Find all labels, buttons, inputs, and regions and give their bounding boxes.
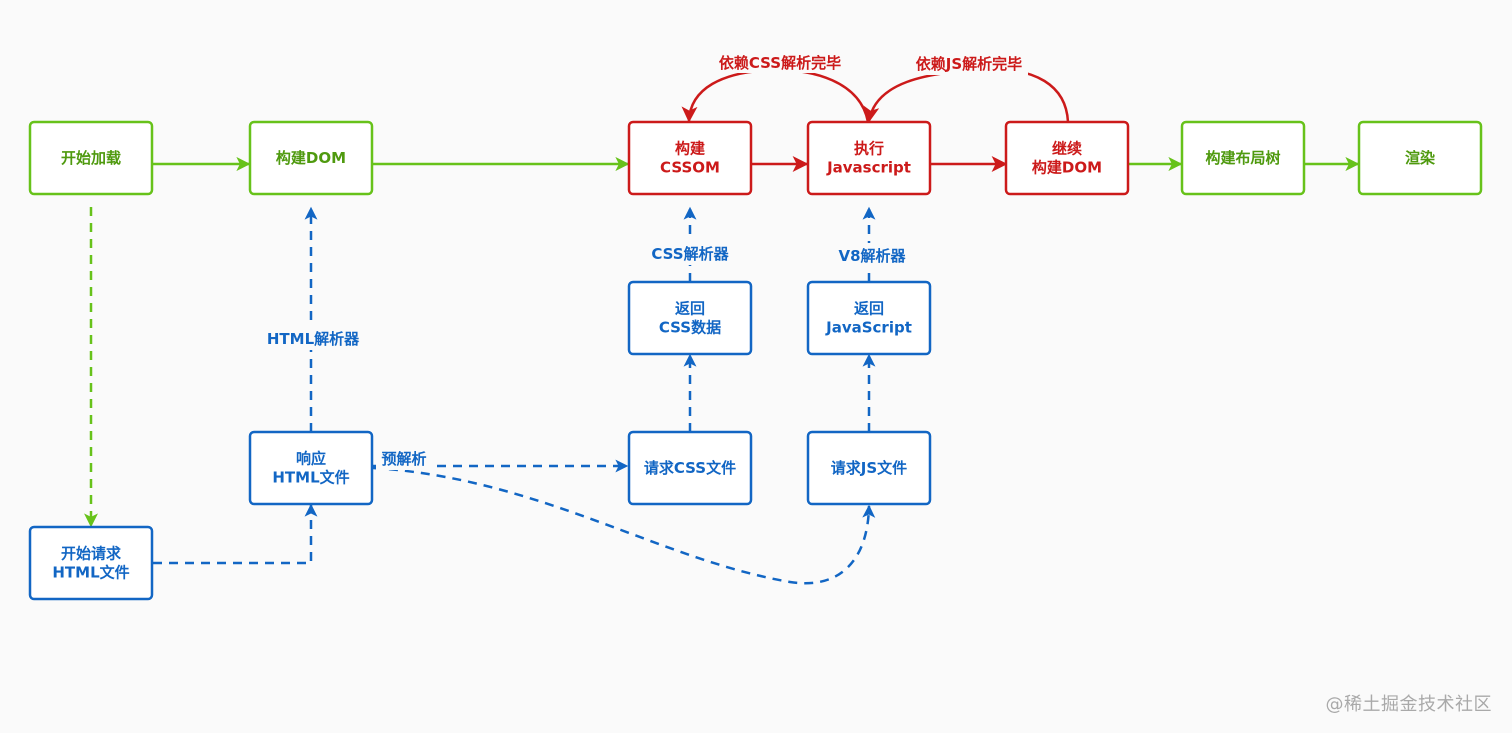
node-box — [28, 525, 154, 601]
node-label-line: JavaScript — [825, 319, 912, 337]
node-build-dom: 构建DOM — [248, 120, 374, 196]
label-v8-parser: V8解析器 — [838, 247, 906, 265]
node-label-line: 构建布局树 — [1205, 149, 1280, 167]
node-label-line: CSSOM — [660, 159, 720, 177]
node-box — [1004, 120, 1130, 196]
nodes: 开始加载构建DOM构建CSSOM执行Javascript继续构建DOM构建布局树… — [28, 120, 1483, 601]
node-box — [627, 280, 753, 356]
node-label-line: 执行 — [854, 140, 884, 158]
node-label-line: 开始加载 — [61, 149, 121, 167]
node-label-line: 返回 — [854, 300, 884, 318]
node-request-js: 请求JS文件 — [806, 430, 932, 506]
label-preparse: 预解析 — [381, 450, 426, 468]
label-html-parser: HTML解析器 — [267, 330, 360, 348]
node-label-line: HTML文件 — [52, 564, 129, 582]
label-depends-js: 依赖JS解析完毕 — [916, 55, 1022, 73]
node-request-css: 请求CSS文件 — [627, 430, 753, 506]
edge-depends-js — [863, 68, 1070, 123]
node-render: 渲染 — [1357, 120, 1483, 196]
edge-start-request-to-response-html — [153, 503, 318, 565]
node-label-line: 返回 — [675, 300, 705, 318]
node-label-line: 请求CSS文件 — [644, 459, 736, 477]
node-label-line: CSS数据 — [659, 319, 721, 337]
node-box — [806, 280, 932, 356]
node-box — [806, 120, 932, 196]
watermark: @稀土掘金技术社区 — [1325, 694, 1492, 715]
node-box — [248, 430, 374, 506]
node-box — [627, 430, 753, 506]
node-box — [1180, 120, 1306, 196]
node-start-load: 开始加载 — [28, 120, 154, 196]
label-depends-css: 依赖CSS解析完毕 — [719, 54, 841, 72]
edge-response-html-to-request-js — [372, 466, 876, 585]
edge-labels: 依赖CSS解析完毕 依赖JS解析完毕 CSS解析器 V8解析器 HTML解析器 … — [263, 51, 1028, 470]
node-label-line: 开始请求 — [61, 545, 122, 563]
node-label-line: 构建 — [675, 140, 706, 158]
node-label-line: 请求JS文件 — [831, 459, 907, 477]
node-label-line: 响应 — [296, 450, 326, 468]
node-build-layout: 构建布局树 — [1180, 120, 1306, 196]
node-label-line: 继续 — [1052, 140, 1082, 158]
label-css-parser: CSS解析器 — [651, 245, 729, 263]
node-box — [627, 120, 753, 196]
node-label-line: 构建DOM — [1032, 159, 1102, 177]
node-label-line: 渲染 — [1405, 149, 1436, 167]
node-label-line: HTML文件 — [272, 469, 349, 487]
node-box — [806, 430, 932, 506]
edge-depends-css — [681, 68, 870, 123]
node-box — [28, 120, 154, 196]
node-label-line: Javascript — [826, 159, 911, 177]
node-box — [248, 120, 374, 196]
node-label-line: 构建DOM — [276, 149, 346, 167]
node-box — [1357, 120, 1483, 196]
